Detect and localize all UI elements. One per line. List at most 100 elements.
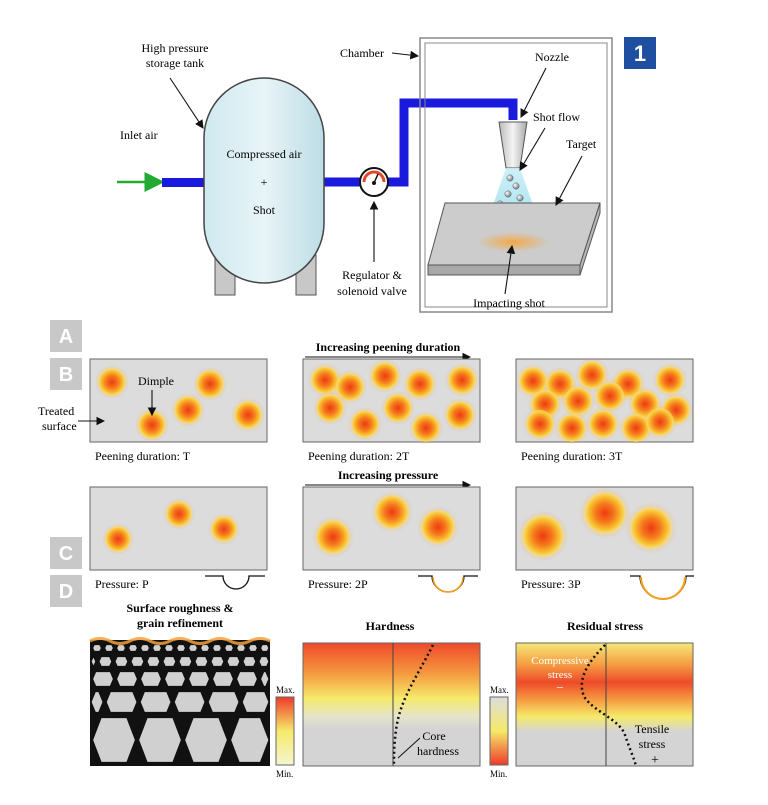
dimple [412,414,440,442]
impact-glow-inner [477,232,549,252]
dimple [384,394,412,422]
chamber-box [419,37,613,313]
impacting-shot-label: Impacting shot [473,296,545,310]
regulator-line1: Regulator & [342,268,402,282]
pressure-caption-3: Pressure: 3P [521,577,581,591]
setup-panel: 1 High pressure storage tank Inlet air C… [117,37,656,313]
grain-cell [235,670,259,688]
dimple [578,361,606,389]
grain-cell [137,716,183,764]
tank-label-line2: storage tank [146,56,204,70]
grain-cell [90,655,97,668]
tensile-sign: + [651,753,659,768]
grain-cell [91,670,115,688]
dimple [311,366,339,394]
panel-badge-b [50,358,82,390]
compressive-line2: stress [548,669,572,681]
dimple-label: Dimple [138,374,174,388]
dimple [371,362,399,390]
grain-cell [194,655,209,668]
dimple [446,401,474,429]
dimple [558,414,586,442]
grain-cell [259,643,270,653]
core-hardness-line2: hardness [417,744,459,758]
grain-structure [89,637,271,766]
residual-panel [515,642,694,767]
outlet-pipe [322,98,518,187]
dimple [646,408,674,436]
duration-caption-1: Peening duration: T [95,449,191,463]
grain-cell [139,690,172,714]
grain-cell [187,670,211,688]
roughness-title-line1: Surface roughness & [126,601,233,615]
grain-cell [175,643,187,653]
grain-cell [162,655,177,668]
dimple [234,401,262,429]
roughness-title-line2: grain refinement [137,616,223,630]
duration-row: Increasing peening duration Dimple Treat… [38,340,694,463]
dimple [526,410,554,438]
shot-ball [504,190,512,198]
shot-ball [512,182,520,190]
hardness-scale-max: Max. [276,685,295,695]
core-hardness-line1: Core [422,729,445,743]
inlet-label: Inlet air [120,128,158,142]
hardness-panel [302,642,481,767]
effects-row: Surface roughness & grain refinement Max… [89,601,694,779]
grain-cell [114,655,129,668]
grain-cell [139,670,163,688]
dimple [421,510,455,544]
grain-cell [146,655,161,668]
dimple [589,410,617,438]
grain-cell [178,655,193,668]
grain-cell [235,643,247,653]
treated-label-line2: surface [42,419,77,433]
tank-label-arrow [169,77,204,129]
grain-cell [207,690,240,714]
tensile-line2: stress [639,737,666,751]
grain-cell [211,670,235,688]
grain-cell [98,655,113,668]
duration-caption-3: Peening duration: 3T [521,449,623,463]
residual-scale-bar [489,696,509,766]
grain-cell [90,690,104,714]
dimple [174,396,202,424]
grain-cell [226,655,241,668]
dimple [138,411,166,439]
chamber-arrow [391,50,420,60]
panel-badge-b-label: B [59,364,73,386]
grain-cell [242,655,257,668]
panel-badge-d-label: D [59,581,73,603]
dimple [630,507,672,549]
pressure-caption-1: Pressure: P [95,577,149,591]
pressure-arrow-label: Increasing pressure [338,468,439,482]
dimple [105,526,131,552]
dimple [522,515,564,557]
dimple [406,370,434,398]
duration-caption-2: Peening duration: 2T [308,449,410,463]
dimple [211,516,237,542]
profile-deep-glow [640,576,686,600]
grain-cell [91,643,103,653]
nozzle-label: Nozzle [535,50,569,64]
grain-cell [183,716,229,764]
dimple [336,373,364,401]
residual-scale-min: Min. [490,769,507,779]
inlet-pipe [162,178,208,187]
compressive-line1: Compressive [531,655,589,667]
dimple [584,492,626,534]
dimple [316,520,350,554]
target-plate-front [427,264,581,276]
panel-badge-1-label: 1 [634,41,646,66]
shot-ball [516,194,524,202]
grain-cell [247,643,259,653]
dimple [596,382,624,410]
treated-label-line1: Treated [38,404,74,418]
grain-cell [223,643,235,653]
dimple [316,394,344,422]
duration-arrow-label: Increasing peening duration [316,340,461,354]
dimple [656,366,684,394]
grain-cell [139,643,151,653]
